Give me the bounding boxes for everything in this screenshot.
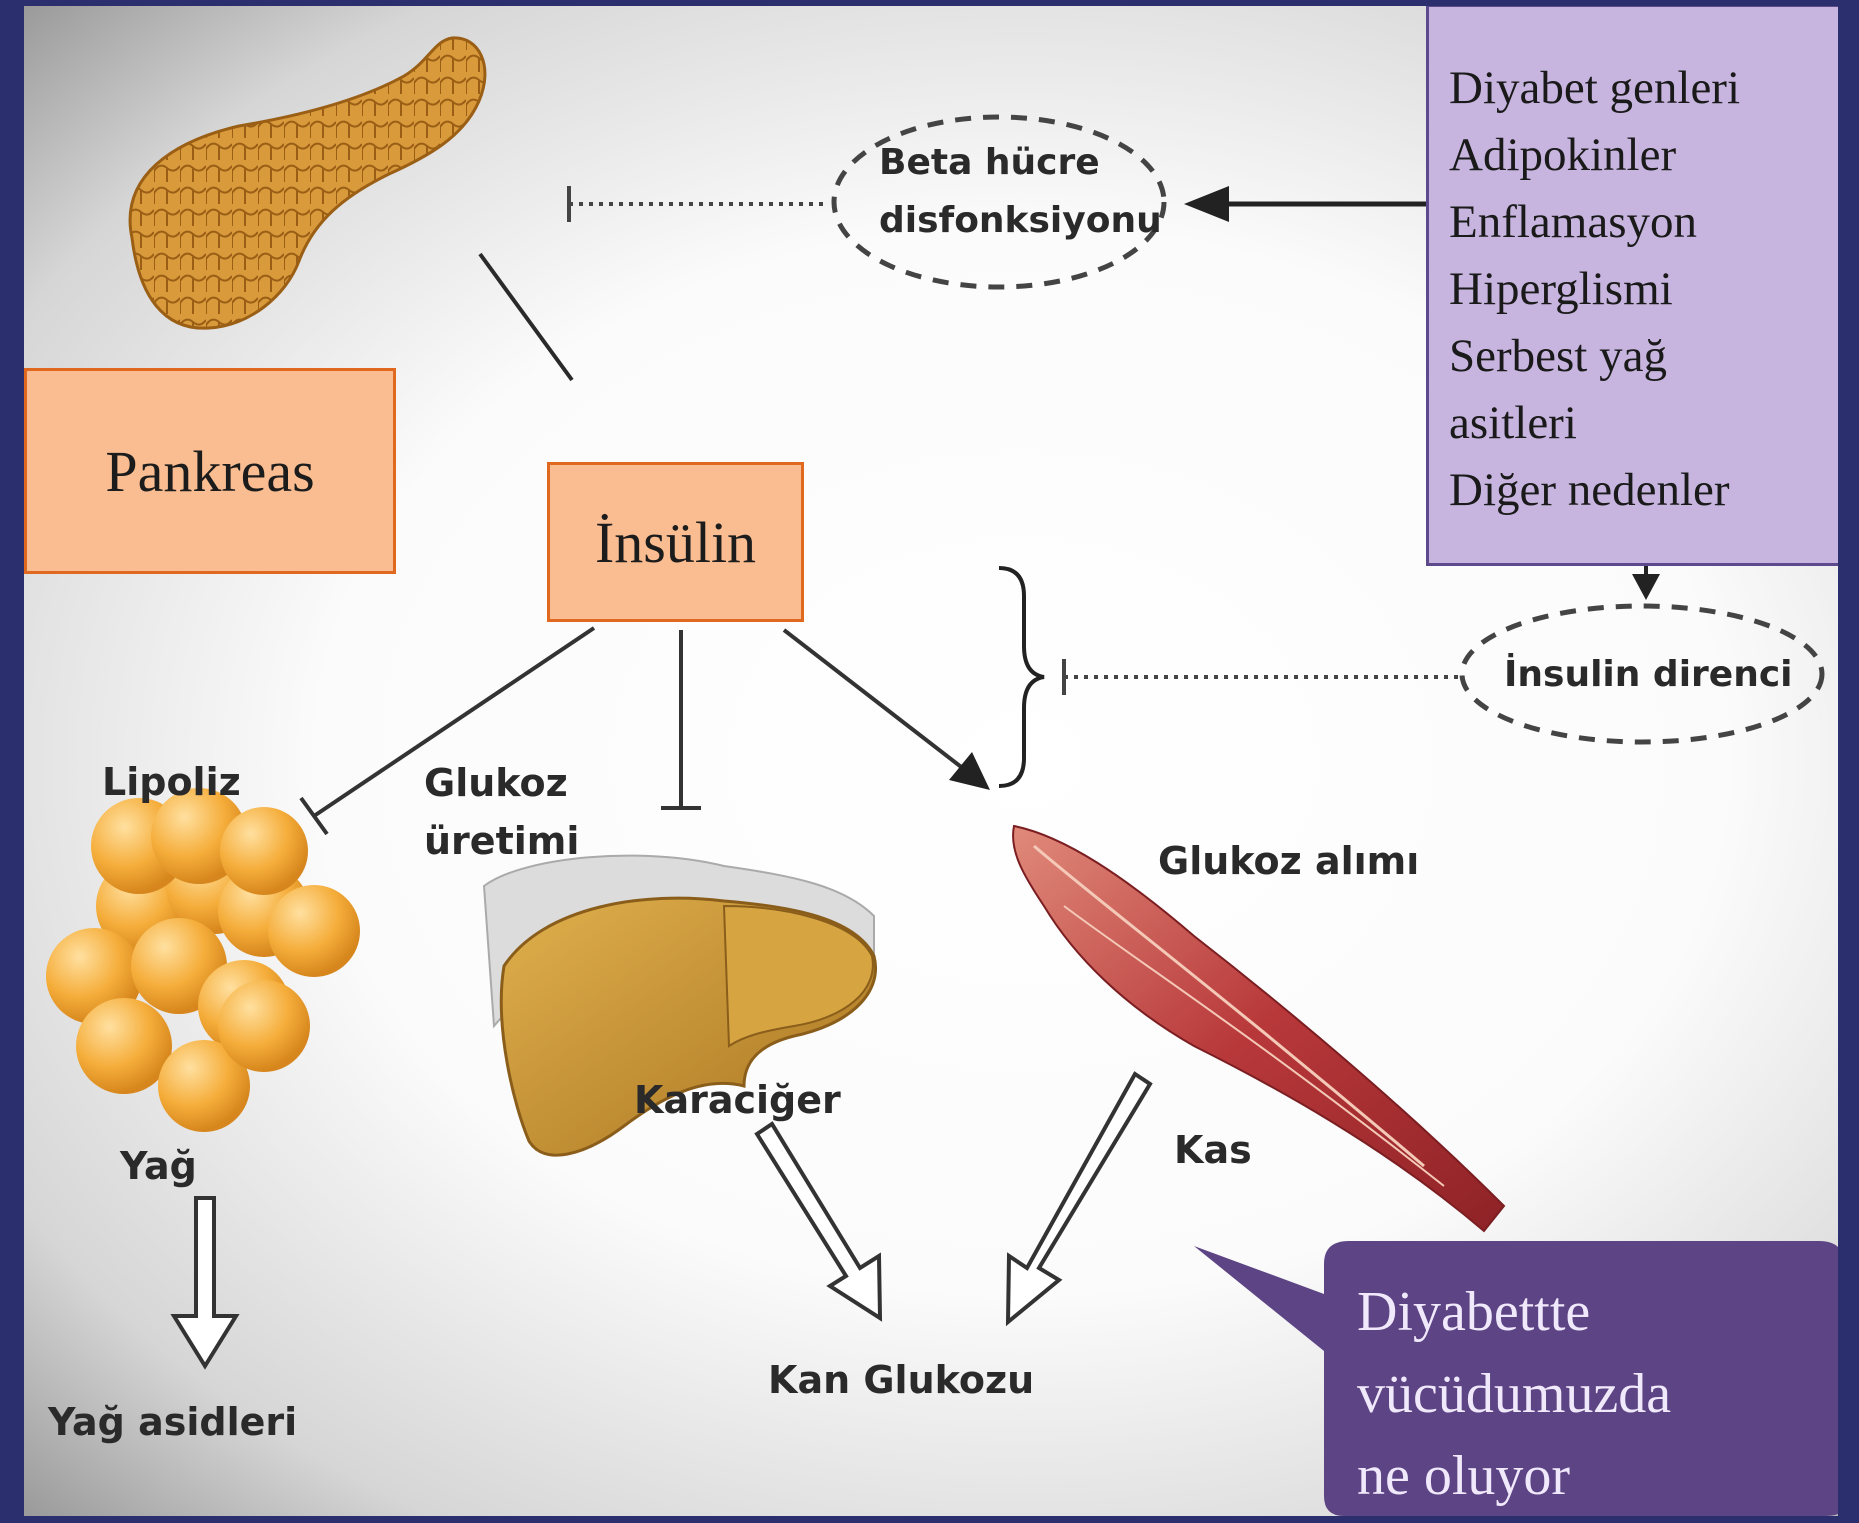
factor-item: Serbest yağ [1449, 323, 1826, 390]
yag-label: Yağ [120, 1144, 197, 1188]
risk-factors-box: Diyabet genleri Adipokinler Enflamasyon … [1426, 6, 1838, 566]
kan-glukozu-label: Kan Glukozu [768, 1358, 1034, 1402]
yag-asidleri-label: Yağ asidleri [48, 1400, 297, 1444]
karaciger-label: Karaciğer [634, 1078, 841, 1122]
glukoz-alimi-label: Glukoz alımı [1158, 839, 1419, 883]
factor-item: Hiperglismi [1449, 256, 1826, 323]
factor-item: Diyabet genleri [1449, 55, 1826, 122]
callout-line1: Diyabettte [1357, 1271, 1827, 1353]
pankreas-label: Pankreas [105, 438, 314, 505]
callout-line2: vücüdumuzda [1357, 1353, 1827, 1435]
kas-label: Kas [1174, 1128, 1252, 1172]
pankreas-box: Pankreas [24, 368, 396, 574]
insulin-resistance-label: İnsulin direnci [1504, 646, 1793, 704]
fat-cells-illustration [46, 788, 360, 1132]
pancreas-illustration [130, 38, 485, 328]
factor-item: Diğer nedenler [1449, 457, 1826, 524]
insulin-label: İnsülin [595, 509, 756, 576]
fat-to-fattyacid-arrow [174, 1198, 236, 1366]
pancreas-shape [130, 38, 485, 328]
factor-item: Adipokinler [1449, 122, 1826, 189]
liver-to-glucose-arrow [757, 1124, 880, 1318]
callout-line3: ne oluyor [1357, 1435, 1827, 1516]
factor-item: Enflamasyon [1449, 189, 1826, 256]
glukoz-uretimi-label: Glukoz üretimi [424, 754, 579, 870]
factors-to-resistance-arrow [1632, 574, 1660, 600]
glukoz-uretimi-line2: üretimi [424, 812, 579, 870]
muscle-to-glucose-arrow [1008, 1074, 1150, 1322]
pancreas-insulin-line [480, 254, 572, 380]
brace [999, 568, 1044, 786]
beta-cell-line1: Beta hücre [879, 134, 1162, 192]
diagram-canvas: Pankreas İnsülin Diyabet genleri Adipoki… [24, 6, 1838, 1516]
insulin-box: İnsülin [547, 462, 804, 622]
callout-text: Diyabettte vücüdumuzda ne oluyor [1357, 1271, 1827, 1516]
insulin-muscle-line [784, 630, 969, 773]
lipoliz-label: Lipoliz [102, 760, 241, 804]
glukoz-uretimi-line1: Glukoz [424, 754, 579, 812]
factor-item: asitleri [1449, 390, 1826, 457]
beta-cell-line2: disfonksiyonu [879, 192, 1162, 250]
beta-cell-label: Beta hücre disfonksiyonu [879, 134, 1162, 250]
